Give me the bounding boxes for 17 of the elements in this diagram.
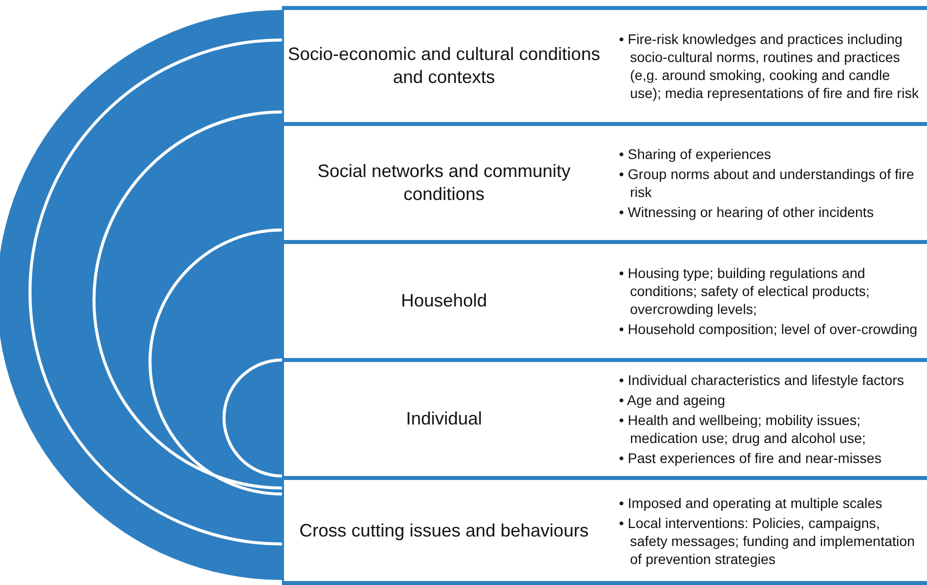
bullet-item: • Sharing of experiences <box>619 145 772 163</box>
bullet-item: • Imposed and operating at multiple scales <box>619 494 884 512</box>
bullet-item: • Individual characteristics and lifestyle factors <box>619 371 906 389</box>
bullet-item: • Housing type; building regulations and conditions; safety of electical products; overcrowding levels; <box>619 264 871 318</box>
layer-heading: Individual <box>404 408 484 430</box>
layer-heading: Social networks and community conditions <box>316 160 572 206</box>
bullet-item: • Health and wellbeing; mobility issues; medication use; drug and alcohol use; <box>619 411 867 447</box>
bullet-item: • Group norms about and understandings of fire risk <box>619 165 916 201</box>
layer-heading: Cross cutting issues and behaviours <box>298 519 590 542</box>
bullet-item: • Past experiences of fire and near-misses <box>619 449 882 467</box>
bullet-item: • Age and ageing <box>619 391 726 409</box>
bullet-item: • Witnessing or hearing of other incidents <box>619 203 875 221</box>
bullet-item: • Household composition; level of over-crowding <box>619 320 918 338</box>
layer-heading: Socio-economic and cultural conditions and contexts <box>286 43 602 89</box>
bullet-item: • Fire-risk knowledges and practices including socio-cultural norms, routines and practices (e,g. around smoking, cooking and candle use); media representations of fire and fire risk <box>619 30 919 102</box>
bullet-item: • Local interventions: Policies, campaigns, safety messages; funding and implementation of prevention strategies <box>619 514 916 568</box>
layer-heading: Household <box>400 290 488 312</box>
